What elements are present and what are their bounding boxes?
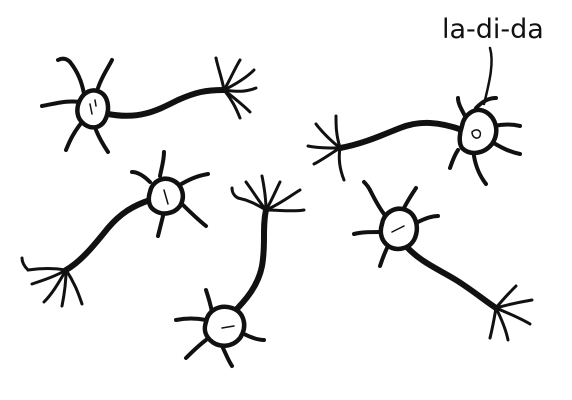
cell-body (75, 88, 111, 130)
nucleus (221, 325, 235, 329)
neuron-right-upper (306, 96, 522, 186)
axon (403, 243, 499, 311)
dendrites (40, 56, 114, 154)
neuron-right-lower (352, 180, 534, 342)
caption-text: la-di-da (442, 14, 544, 45)
neuron-bottom-center (174, 174, 306, 368)
axon (229, 207, 269, 317)
axon-terminals (230, 174, 306, 213)
cell-body (202, 304, 247, 348)
caption-pointer-line (482, 46, 493, 106)
axon-terminals (20, 256, 84, 308)
axon-terminals (306, 114, 346, 182)
nucleus (163, 189, 169, 205)
axon (105, 87, 227, 119)
caption-group: la-di-da (442, 14, 544, 106)
nucleus (89, 99, 97, 115)
dendrites (174, 288, 266, 368)
axon (63, 197, 153, 273)
axon-terminals (488, 284, 534, 342)
dendrites (352, 180, 440, 268)
axon (337, 119, 465, 151)
cell-body (457, 107, 499, 156)
axon-terminals (214, 56, 258, 120)
neuron-top-left (40, 56, 258, 154)
nucleus (391, 225, 405, 233)
neuron-middle-left (20, 150, 210, 308)
nucleus (471, 129, 482, 139)
